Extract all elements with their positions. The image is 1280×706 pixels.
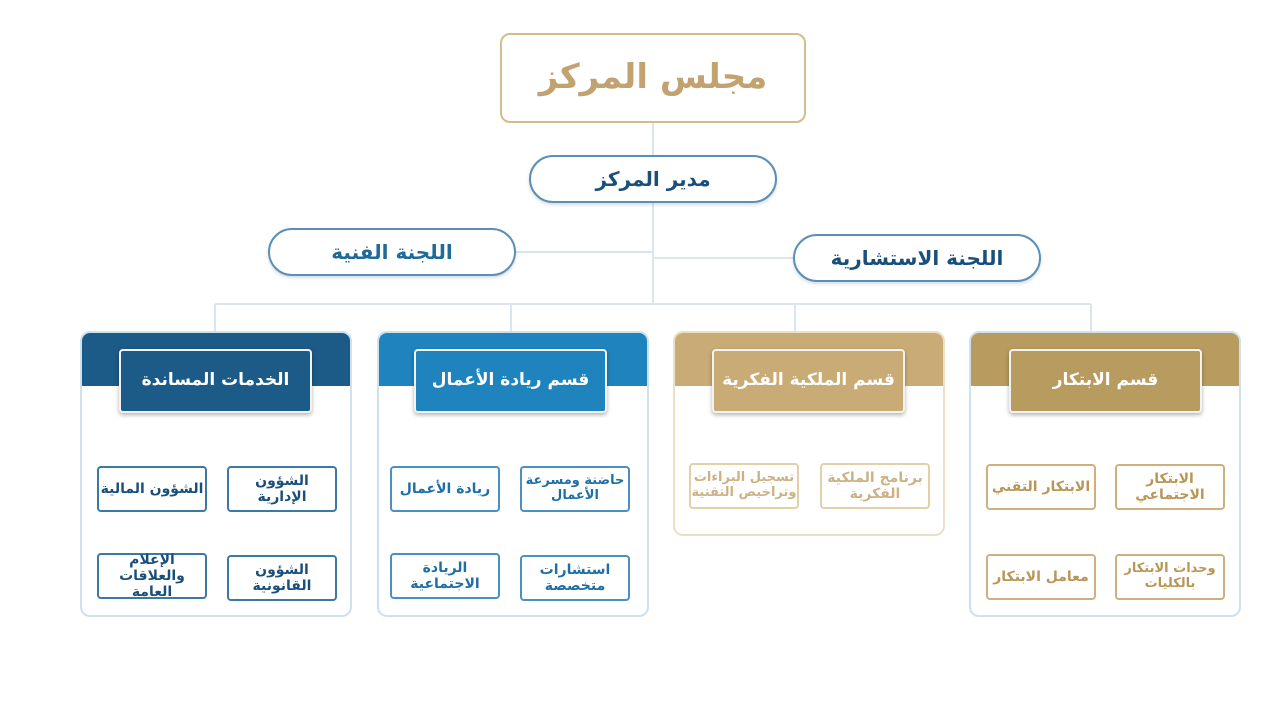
unit-financial-affairs: الشؤون المالية — [97, 466, 207, 512]
support-services-department: الخدمات المساندة — [119, 349, 312, 413]
unit-administrative-affairs: الشؤون الإدارية — [227, 466, 337, 512]
unit-entrepreneurship: ريادة الأعمال — [390, 466, 500, 512]
unit-media-public-relations: الإعلام والعلاقات العامة — [97, 552, 207, 600]
unit-college-innovation-units: وحدات الابتكار بالكليات — [1115, 554, 1225, 600]
unit-innovation-labs: معامل الابتكار — [986, 554, 1096, 600]
unit-social-innovation: الابتكار الاجتماعي — [1115, 464, 1225, 510]
innovation-department: قسم الابتكار — [1009, 349, 1202, 413]
intellectual-property-department: قسم الملكية الفكرية — [712, 349, 905, 413]
entrepreneurship-department: قسم ريادة الأعمال — [414, 349, 607, 413]
unit-business-incubator-accelerator: حاضنة ومسرعة الأعمال — [520, 466, 630, 512]
advisory-committee-box: اللجنة الاستشارية — [793, 234, 1041, 282]
center-board-box: مجلس المركز — [500, 33, 806, 123]
center-director-box: مدير المركز — [529, 155, 777, 203]
unit-technical-innovation: الابتكار التقني — [986, 464, 1096, 510]
technical-committee-box: اللجنة الفنية — [268, 228, 516, 276]
unit-specialized-consulting: استشارات متخصصة — [520, 555, 630, 601]
unit-social-entrepreneurship: الريادة الاجتماعية — [390, 553, 500, 599]
unit-patent-registration-licensing: تسجيل البراءات وتراخيص التقنية — [689, 463, 799, 509]
unit-ip-program: برنامج الملكية الفكرية — [820, 463, 930, 509]
unit-legal-affairs: الشؤون القانونية — [227, 555, 337, 601]
